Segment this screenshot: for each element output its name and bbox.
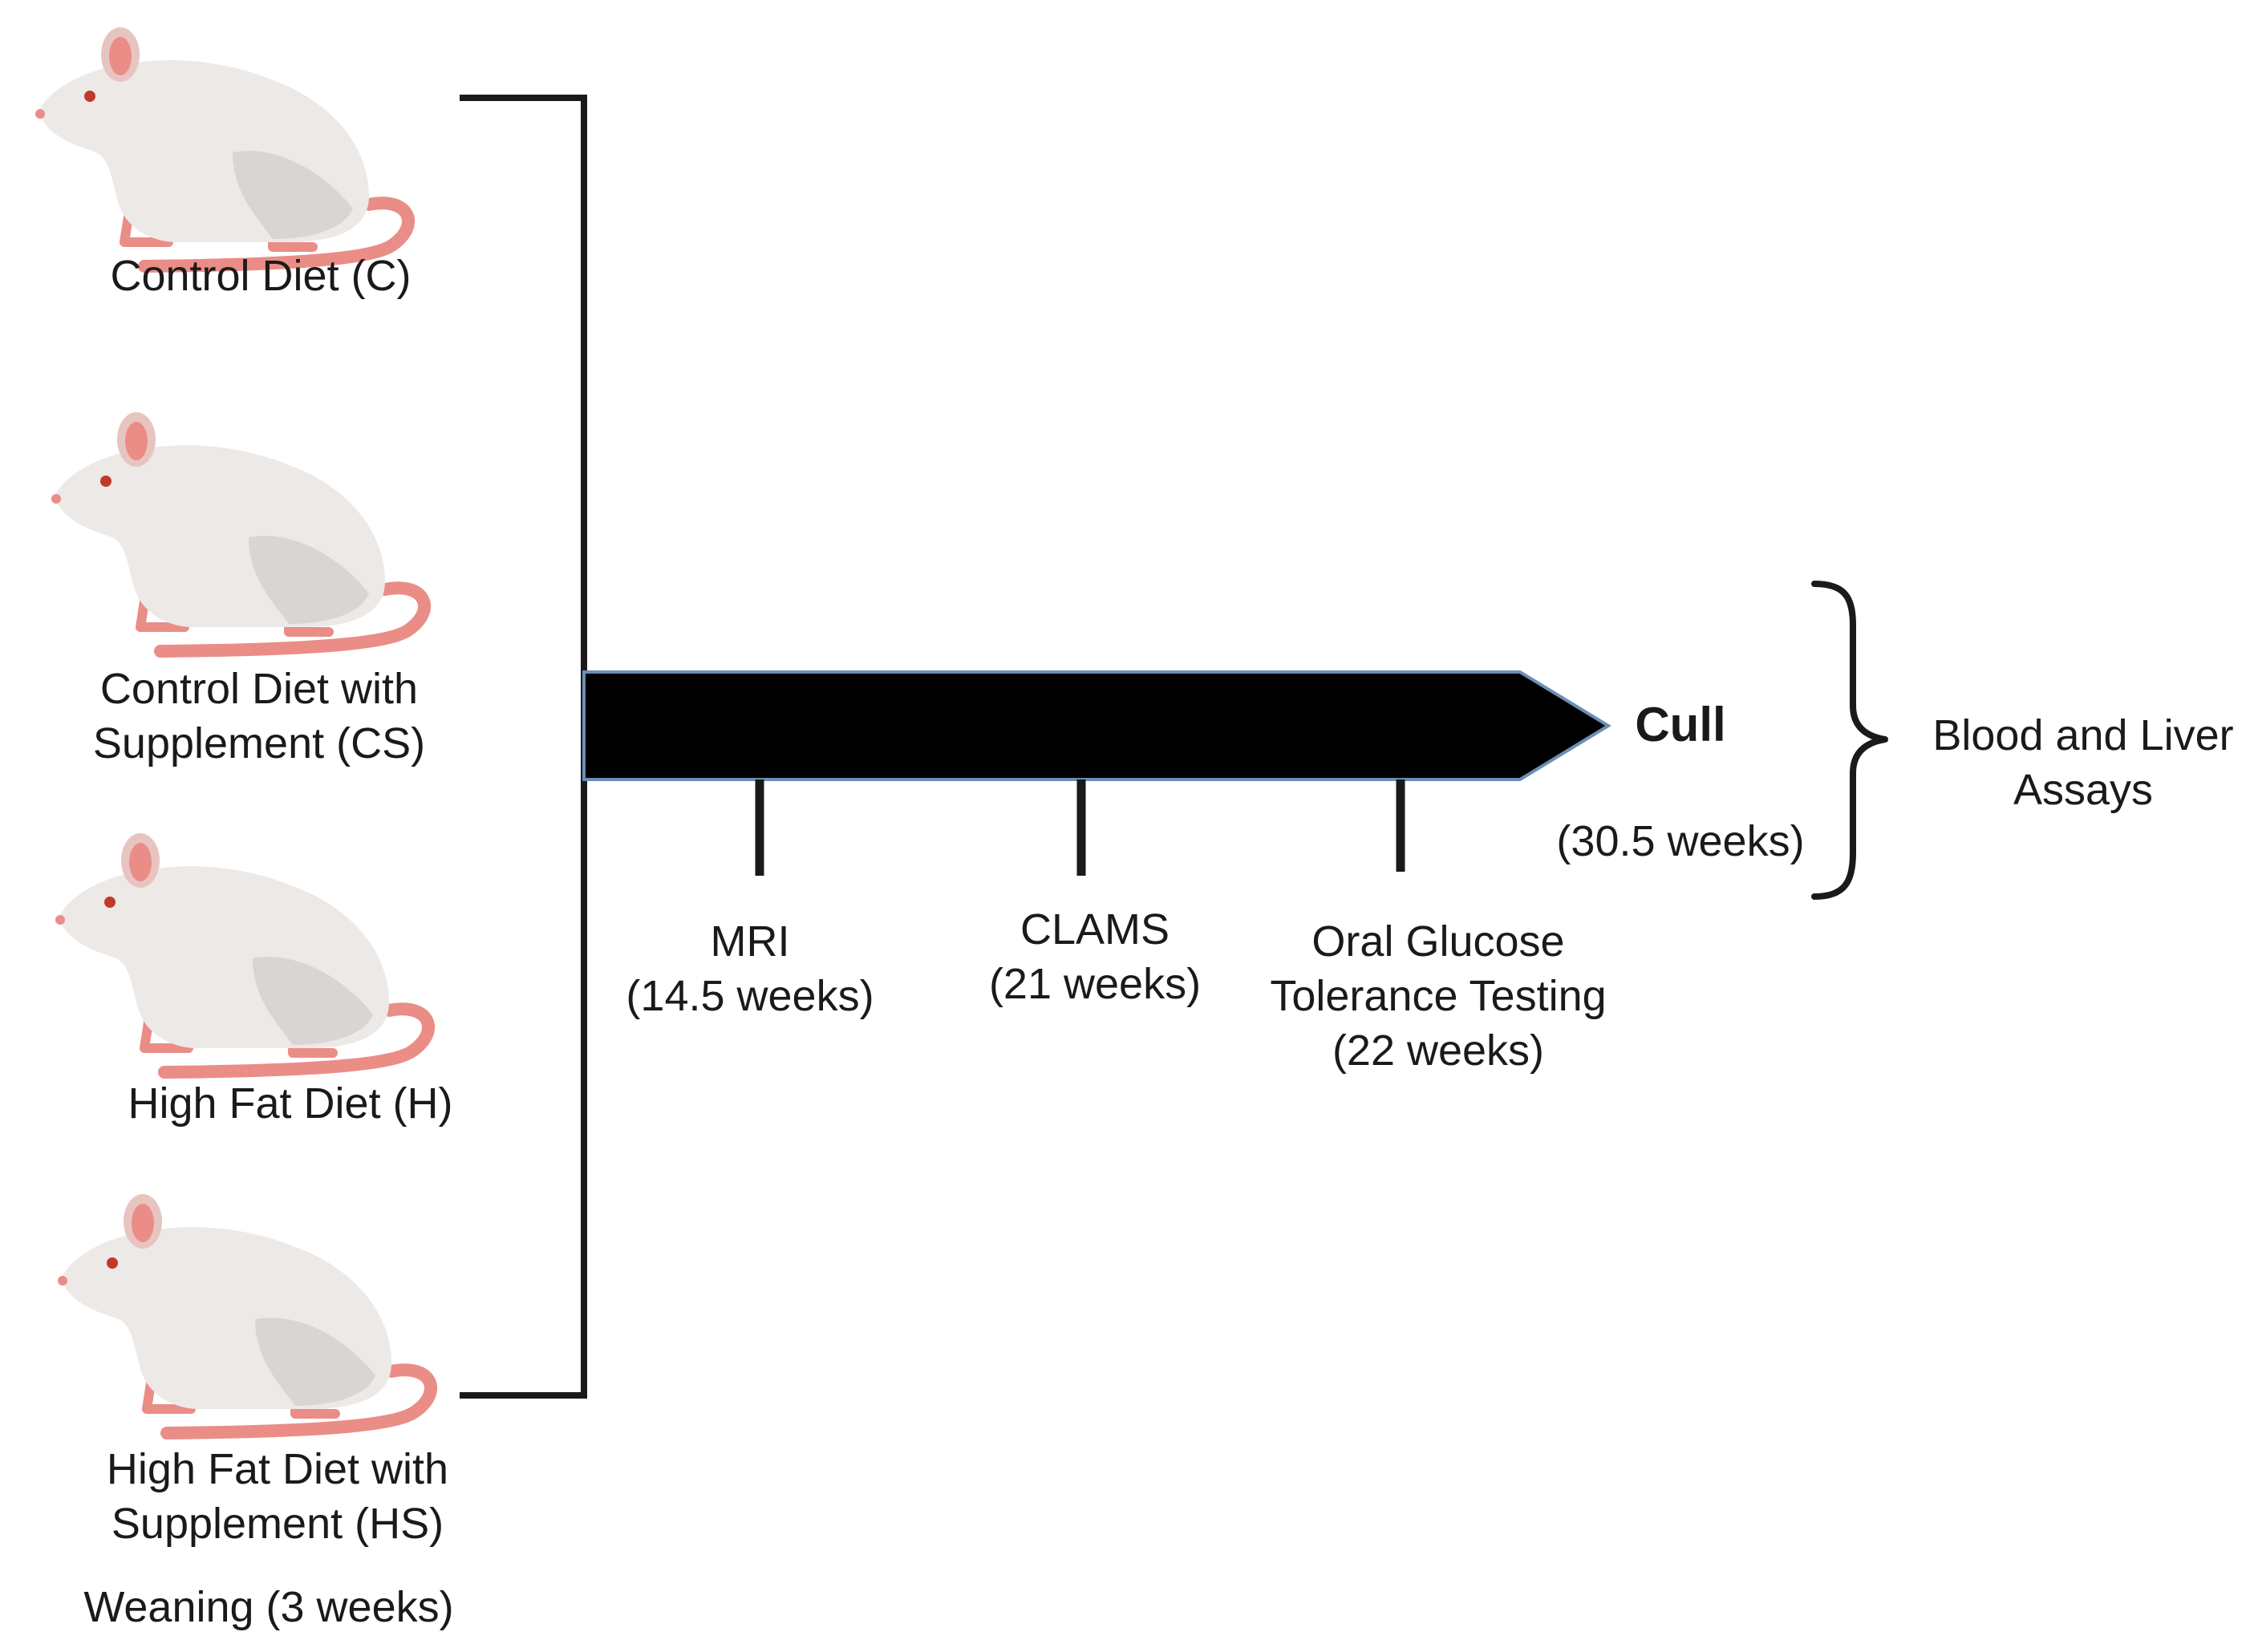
group-bracket (460, 95, 587, 1399)
outcome-line2: Assays (2013, 766, 2154, 814)
group-label-control-supplement: Control Diet with Supplement (CS) (93, 662, 425, 771)
group-label-high-fat-supplement-line1: High Fat Diet with (106, 1445, 449, 1493)
outcome-brace (1811, 581, 1888, 900)
group-label-control-line1: Control Diet (C) (110, 252, 411, 300)
milestone-label-clams: CLAMS (21 weeks) (989, 902, 1201, 1011)
timeline-arrow (582, 670, 1611, 781)
rat-control-icon (35, 27, 408, 266)
rat-control-supplement-icon (51, 412, 424, 651)
outcome-line1: Blood and Liver (1932, 711, 2234, 759)
group-label-high-fat-supplement: High Fat Diet with Supplement (HS) (107, 1442, 448, 1551)
milestone-mri-line1: MRI (710, 917, 790, 966)
milestone-clams-line2: (21 weeks) (988, 960, 1202, 1008)
rat-high-fat-supplement-icon (58, 1194, 431, 1433)
group-label-high-fat-supplement-line2: Supplement (HS) (111, 1500, 444, 1548)
milestone-ogtt-line2: Tolerance Testing (1270, 972, 1607, 1020)
endpoint-time: (30.5 weeks) (1556, 817, 1805, 865)
group-label-high-fat-line1: High Fat Diet (H) (128, 1079, 453, 1128)
start-label: Weaning (3 weeks) (83, 1583, 454, 1631)
milestone-clams-line1: CLAMS (1020, 905, 1170, 954)
milestone-ogtt-line3: (22 weeks) (1332, 1026, 1545, 1075)
rat-high-fat-icon (55, 833, 428, 1072)
milestone-label-mri: MRI (14.5 weeks) (626, 914, 874, 1023)
milestone-ogtt-line1: Oral Glucose (1311, 917, 1565, 966)
group-label-control-supplement-line1: Control Diet with (99, 665, 419, 713)
outcome-label: Blood and Liver Assays (1932, 708, 2233, 817)
milestone-label-ogtt: Oral Glucose Tolerance Testing (22 weeks… (1270, 914, 1606, 1078)
endpoint-label: Cull (1635, 698, 1726, 751)
group-label-control-supplement-line2: Supplement (CS) (92, 719, 426, 767)
group-label-control: Control Diet (C) (110, 249, 411, 303)
milestone-mri-line2: (14.5 weeks) (626, 972, 874, 1020)
group-label-high-fat: High Fat Diet (H) (128, 1076, 452, 1131)
